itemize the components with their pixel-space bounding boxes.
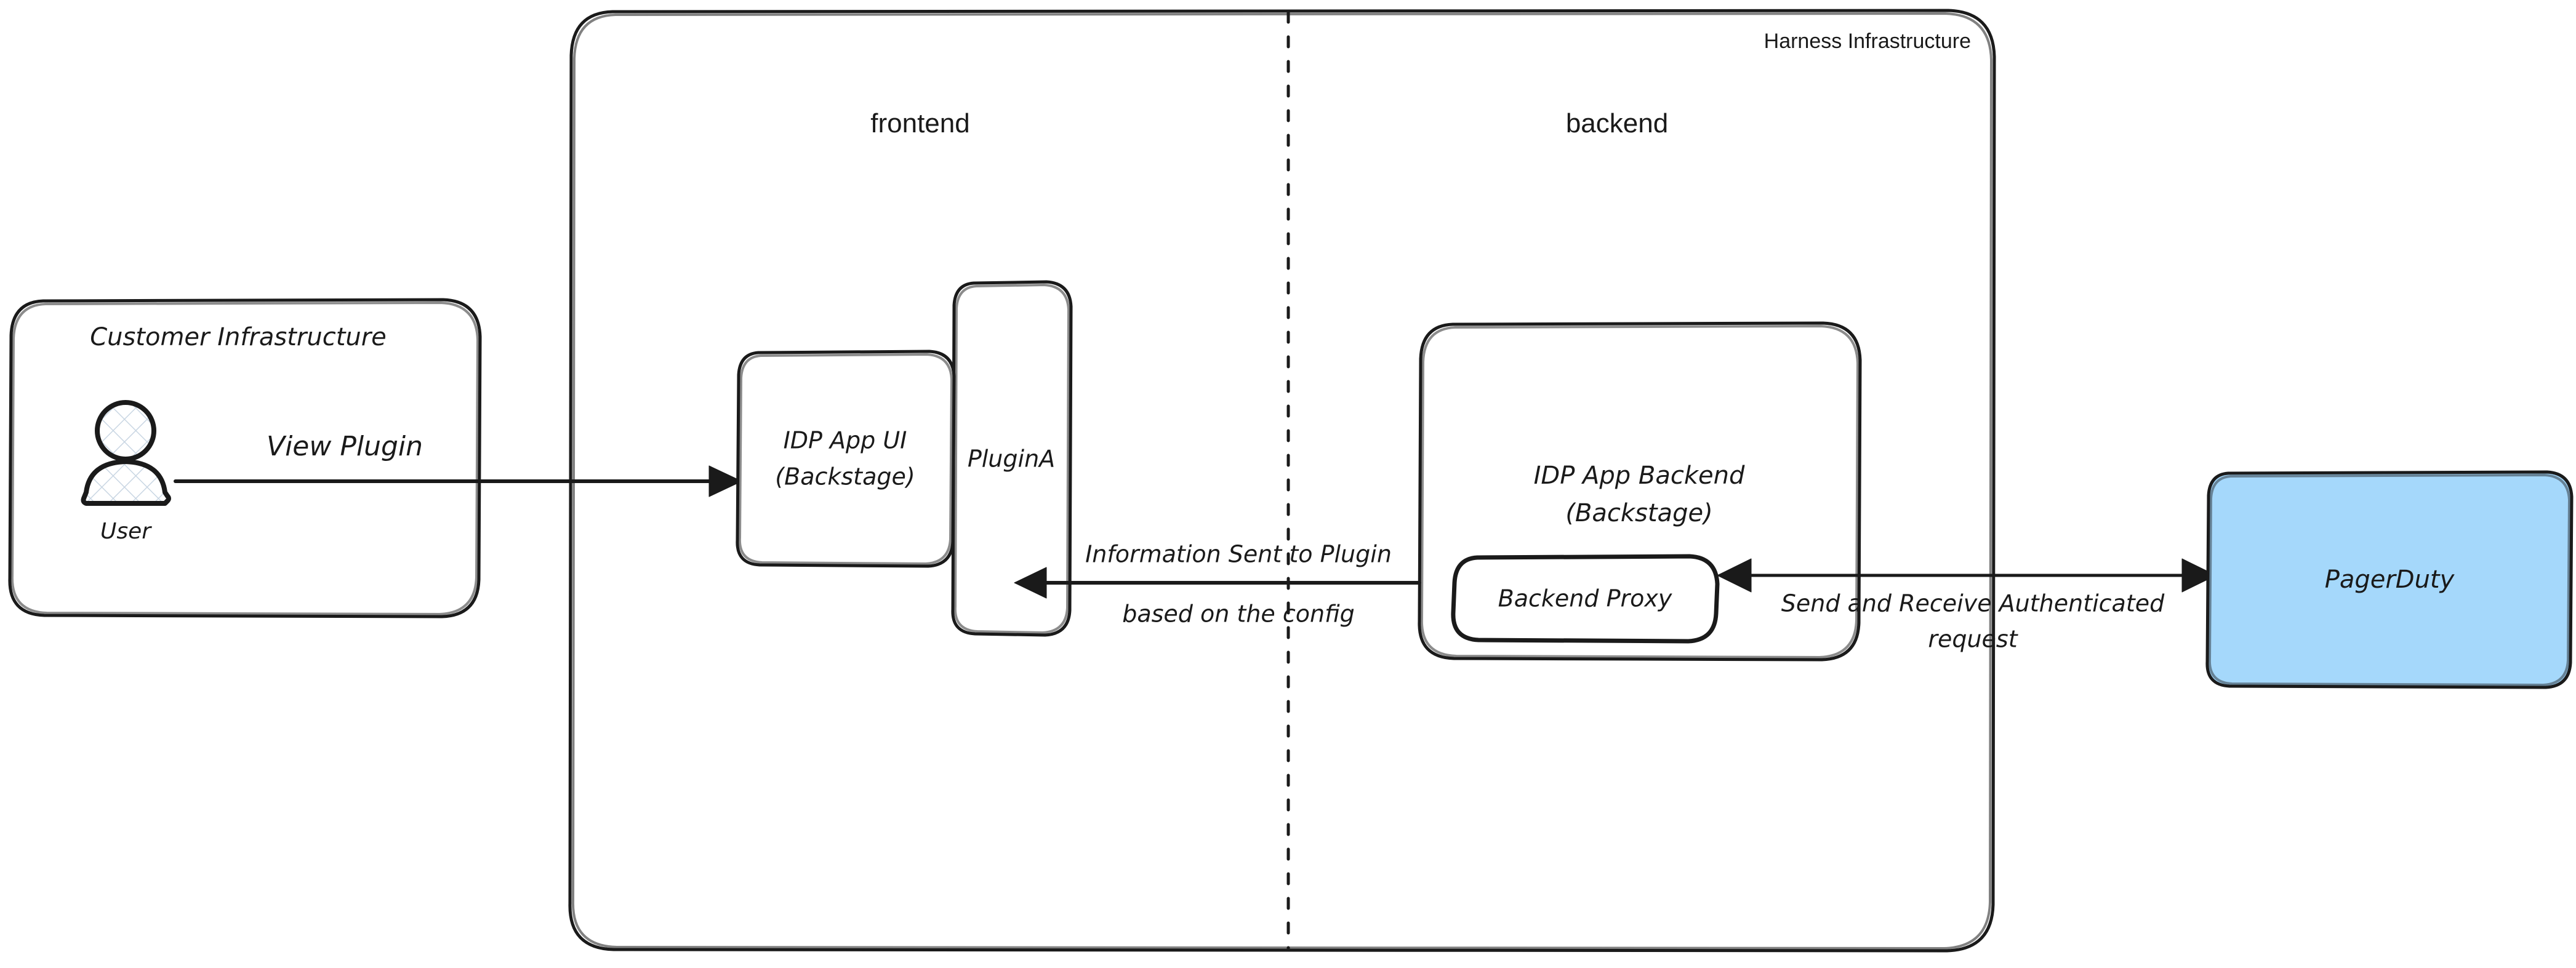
harness-infrastructure-container[interactable]: Harness Infrastructure [568,9,1996,953]
zone-label-backend: backend [1566,108,1668,138]
idp-app-ui-label-line2: (Backstage) [775,463,915,490]
harness-infrastructure-label: Harness Infrastructure [1764,30,1971,53]
edge-user-to-idp-app-ui[interactable]: View Plugin [174,431,742,497]
idp-app-backend-label-line1: IDP App Backend [1534,462,1745,490]
customer-infrastructure-label: Customer Infrastructure [90,323,387,351]
idp-app-ui-label-line1: IDP App UI [784,427,907,454]
idp-app-backend-label-line2: (Backstage) [1565,499,1712,527]
backend-proxy-label: Backend Proxy [1498,585,1672,612]
zone-label-frontend: frontend [870,108,969,138]
edge-backend-to-plugin[interactable]: Information Sent to Plugin based on the … [1014,541,1421,628]
edge-proxy-to-pagerduty[interactable]: Send and Receive Authenticated request [1717,558,2217,653]
edge-label-information-sent-line1: Information Sent to Plugin [1085,541,1392,568]
pagerduty-label: PagerDuty [2325,566,2455,594]
edge-label-authenticated-request-line1: Send and Receive Authenticated [1781,590,2165,617]
user-actor[interactable]: User [81,400,171,544]
user-label: User [100,519,152,544]
customer-infrastructure-box[interactable]: Customer Infrastructure [8,298,482,618]
backend-proxy-box[interactable]: Backend Proxy [1451,554,1720,644]
idp-app-ui-box[interactable]: IDP App UI (Backstage) [736,350,956,568]
edge-label-view-plugin: View Plugin [267,431,423,462]
plugin-a-label: PluginA [968,446,1055,473]
actor-person-icon [81,400,171,506]
edge-label-information-sent-line2: based on the config [1122,601,1355,628]
plugin-a-box[interactable]: PluginA [951,280,1073,637]
pagerduty-box[interactable]: PagerDuty [2205,470,2574,689]
edge-label-authenticated-request-line2: request [1928,626,2018,653]
